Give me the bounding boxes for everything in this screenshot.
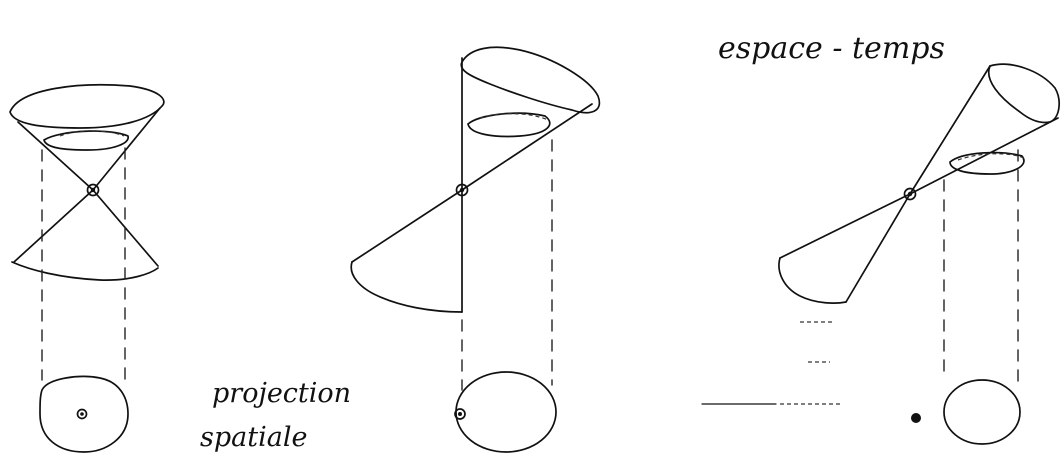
cone3-apex-event: [903, 187, 917, 201]
cone2-apex-event: [455, 183, 469, 197]
label-projection-line1: projection: [212, 378, 351, 409]
cone1-inner-rim: [43, 130, 129, 151]
spatial-projection-3: [911, 379, 1021, 445]
spatial-projection-1: [39, 375, 129, 453]
cone1-upper-rim: [9, 84, 165, 129]
upright-light-cone: [9, 84, 165, 281]
tilted-light-cone: [350, 46, 601, 313]
spatial-projection-2: [454, 371, 557, 453]
cone3-lower-rim: [778, 257, 847, 304]
label-projection-line2: spatiale: [200, 422, 307, 453]
strongly-tilted-light-cone: [778, 63, 1060, 304]
cone3-upper-rim: [987, 63, 1060, 124]
cone1-apex-event: [86, 183, 100, 197]
label-spacetime: espace - temps: [718, 31, 945, 66]
cone2-lower-rim: [350, 261, 463, 313]
cone2-upper-rim: [460, 46, 601, 114]
cone1-lower-rim: [11, 261, 159, 281]
